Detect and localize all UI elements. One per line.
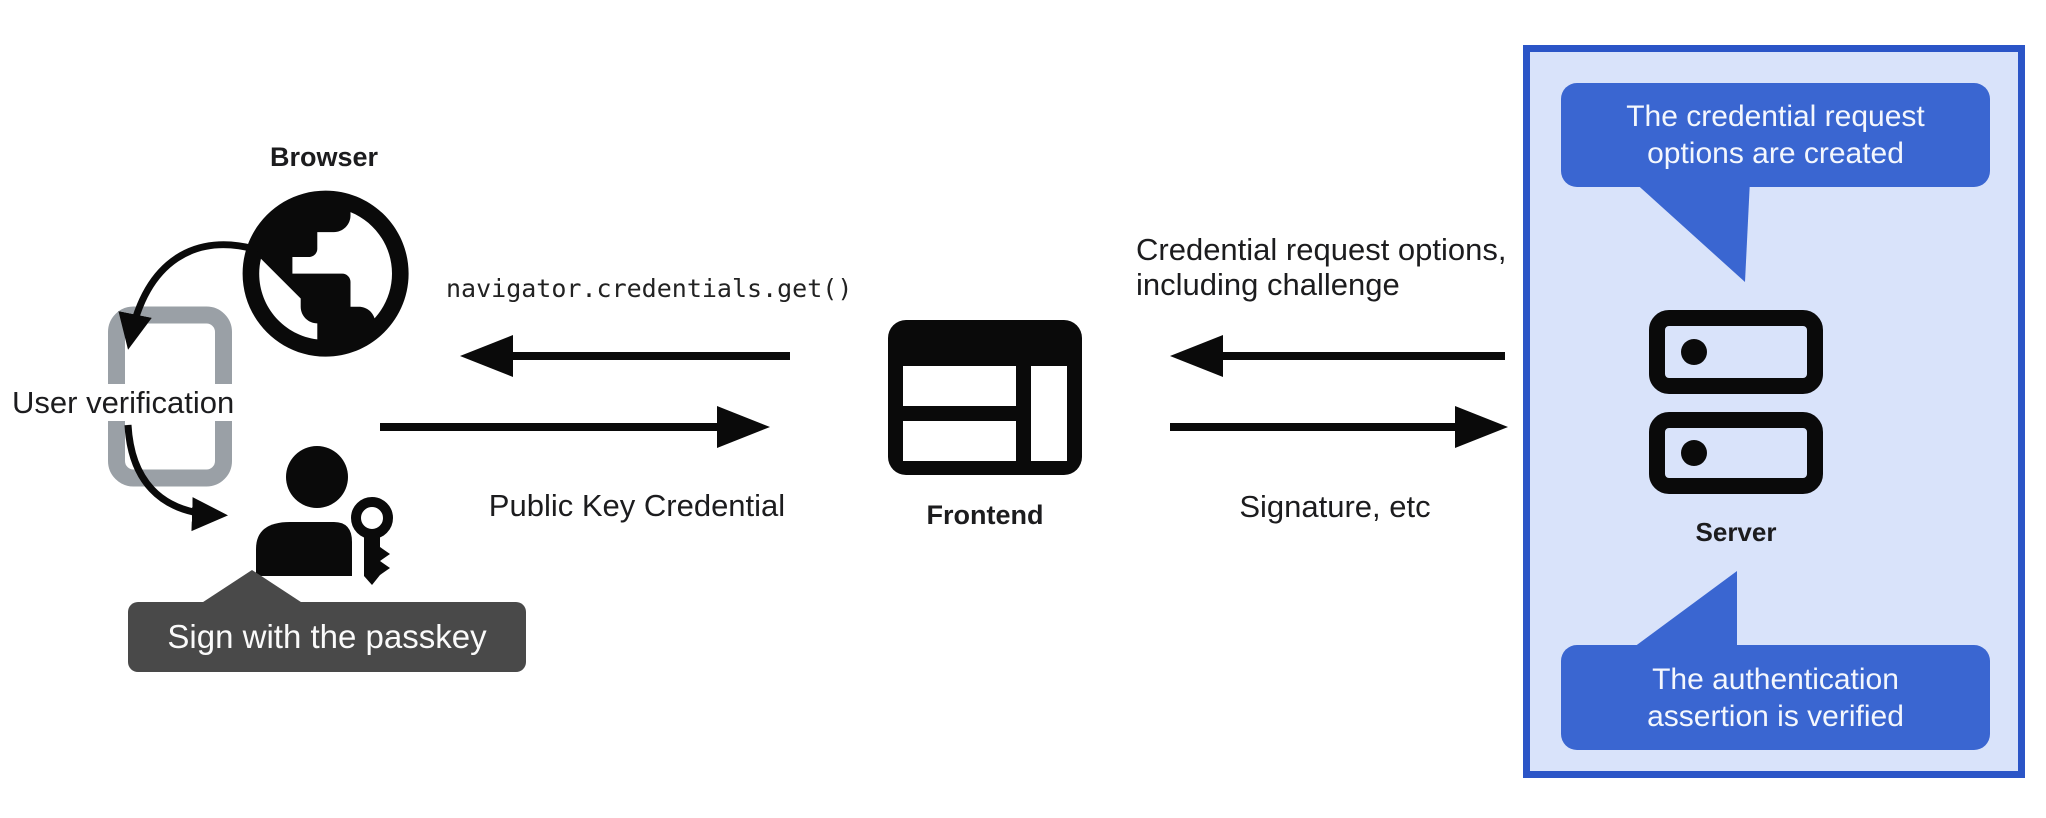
sign-with-passkey-text: Sign with the passkey <box>167 618 487 655</box>
api-call-text: navigator.credentials.get() <box>446 274 853 303</box>
credential-request-options-line1: Credential request options, <box>1136 232 1507 267</box>
browser-globe-icon <box>242 190 409 357</box>
speech-bubble-bottom-line2: assertion is verified <box>1647 699 1904 733</box>
browser-label: Browser <box>269 142 379 172</box>
frontend-label: Frontend <box>926 500 1044 530</box>
speech-tail-top <box>1632 180 1750 282</box>
curved-arrow-browser-to-phone <box>118 241 259 350</box>
server-label: Server <box>1695 517 1777 547</box>
arrow-browser-to-frontend <box>380 406 770 448</box>
speech-tail-bottom <box>1630 571 1737 650</box>
user-verification-label: User verification <box>8 384 239 421</box>
frontend-icon <box>888 320 1082 475</box>
public-key-credential-label: Public Key Credential <box>488 488 786 523</box>
user-icon <box>256 446 352 576</box>
signature-label: Signature, etc <box>1239 489 1431 524</box>
sign-with-passkey-tooltip: Sign with the passkey <box>128 602 526 672</box>
speech-bubble-top: The credential request options are creat… <box>1561 83 1990 187</box>
credential-request-options-label: Credential request options, including ch… <box>1136 232 1566 302</box>
server-icon <box>1649 310 1823 494</box>
speech-bubble-top-line1: The credential request <box>1626 100 1925 133</box>
key-icon <box>351 497 393 585</box>
arrow-frontend-to-server <box>1170 406 1508 448</box>
tooltip-pointer <box>197 570 307 606</box>
phone-home-bar <box>150 456 188 469</box>
credential-request-options-line2: including challenge <box>1136 267 1400 302</box>
speech-bubble-top-line2: options are created <box>1647 137 1904 170</box>
speech-bubble-bottom: The authentication assertion is verified <box>1561 645 1990 750</box>
arrow-server-to-frontend <box>1170 335 1505 377</box>
curved-arrow-phone-to-user <box>124 424 228 532</box>
speech-bubble-bottom-line1: The authentication <box>1652 662 1899 696</box>
arrow-frontend-to-browser <box>460 335 790 377</box>
